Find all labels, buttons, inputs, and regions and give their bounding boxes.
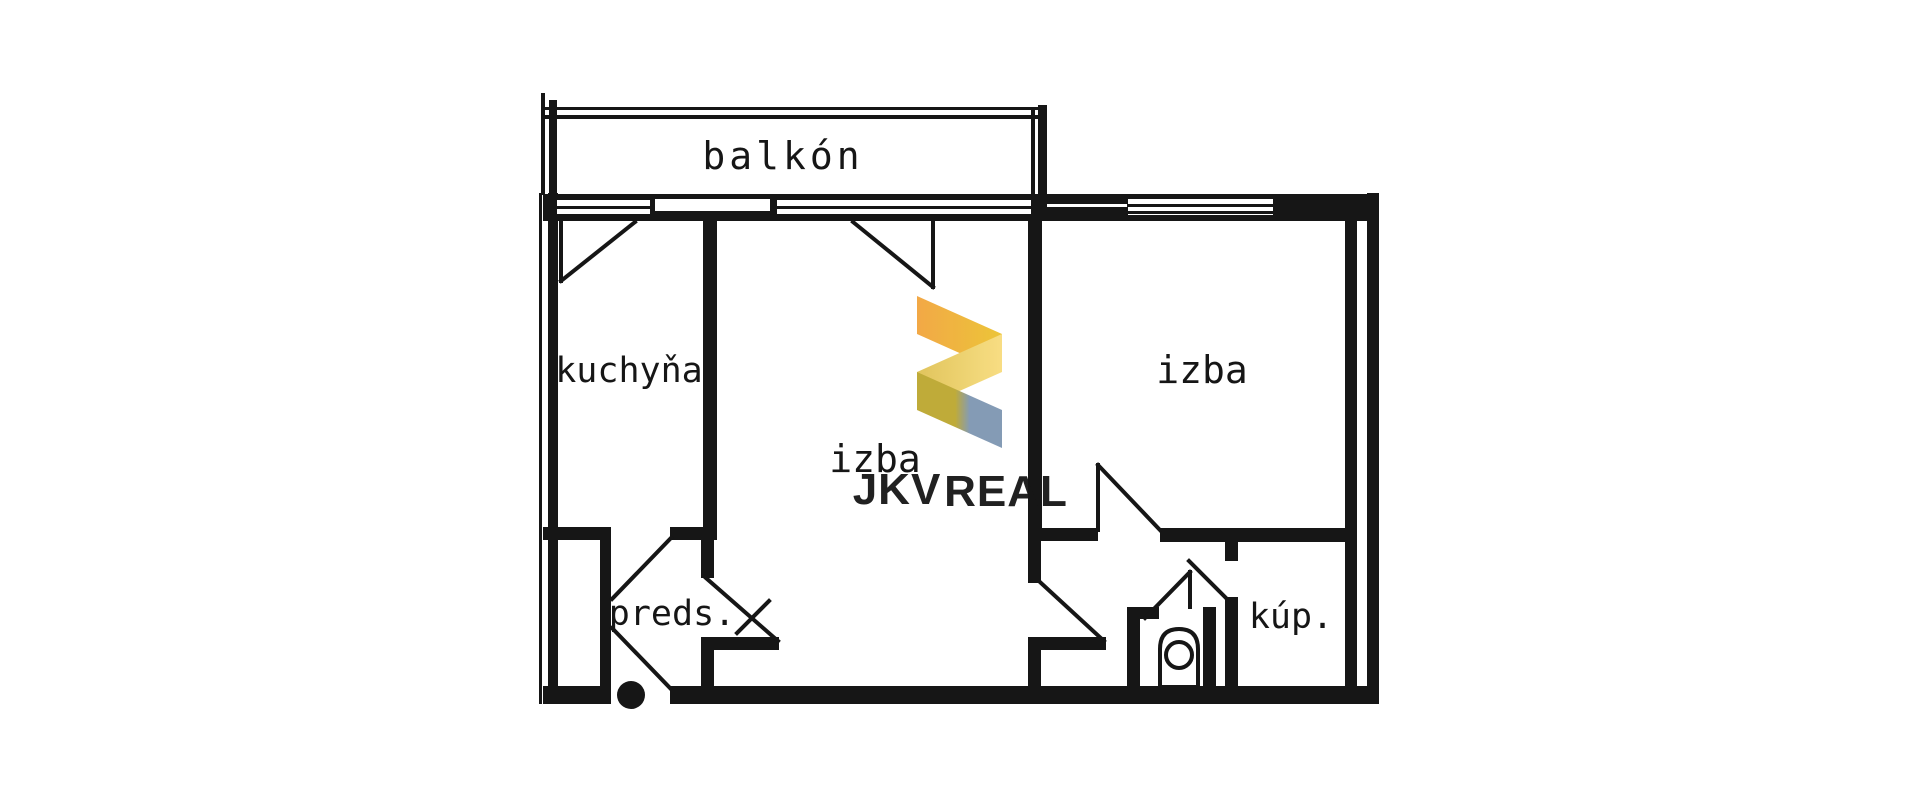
logo-chevrons-icon <box>917 296 1002 448</box>
wall-segment <box>548 193 558 704</box>
wall-segment <box>541 93 545 195</box>
balcony-door-opening <box>655 199 770 211</box>
right-room-door-leaf <box>1095 462 1163 533</box>
window-line <box>1128 204 1273 207</box>
room-label-kitchen: kuchyňa <box>555 351 703 391</box>
wall-segment <box>703 211 717 527</box>
room-label-room-right: izba <box>1156 348 1248 392</box>
wall-segment <box>543 527 611 540</box>
window-swing-line <box>558 219 638 284</box>
wall-segment <box>701 637 779 650</box>
wall-cavity-line <box>1047 204 1127 207</box>
room-label-bathroom: kúp. <box>1249 597 1333 637</box>
logo-text-jkv: JKV <box>853 465 942 514</box>
wall-segment <box>701 650 714 687</box>
wall-segment <box>543 115 1045 119</box>
room-door-leaf <box>734 598 772 636</box>
wall-segment <box>670 686 1379 704</box>
wall-segment <box>1028 650 1041 687</box>
wall-segment <box>1367 193 1379 704</box>
wall-segment <box>1031 110 1035 195</box>
wall-segment <box>539 193 542 704</box>
corridor-door-leaf <box>1038 580 1107 644</box>
wall-segment <box>1160 528 1345 542</box>
room-label-room-center: izba <box>829 437 921 481</box>
window-line <box>777 206 1031 209</box>
wall-segment <box>549 100 557 195</box>
wall-segment <box>1345 214 1357 690</box>
wall-segment <box>1028 533 1041 583</box>
wall-segment <box>600 540 611 686</box>
toilet-tank <box>1164 640 1194 670</box>
wall-segment <box>543 107 1045 110</box>
room-labels: balkón kuchyňa izba izba preds. kúp. <box>555 134 1333 637</box>
wall-segment <box>1028 221 1042 533</box>
wall-segment <box>1127 607 1140 686</box>
door-pivot-dot <box>617 681 645 709</box>
wall-segment <box>543 686 611 704</box>
windows <box>557 199 1273 215</box>
entrance-door-leaf <box>609 625 673 691</box>
toilet-icon <box>1158 626 1200 689</box>
logo-chevron-bottom <box>917 372 1002 448</box>
room-label-hallway: preds. <box>609 594 735 634</box>
wall-segment <box>1028 637 1106 650</box>
room-door-leaf <box>703 575 781 644</box>
wall-segment <box>1225 597 1238 686</box>
window-swing-line <box>850 219 936 290</box>
logo-text-real: REAL <box>944 467 1068 516</box>
window-line <box>557 206 650 209</box>
inner-walls <box>543 211 1345 687</box>
door-swings <box>558 219 1228 691</box>
logo-watermark: JKV REAL <box>853 296 1068 516</box>
wall-segment <box>701 540 714 578</box>
wall-segment <box>670 527 717 540</box>
wall-segment <box>1041 528 1098 541</box>
toilet-bowl <box>1158 626 1200 689</box>
wc-door-leaf <box>1142 569 1193 621</box>
window-line <box>1128 211 1273 214</box>
bathroom-door-leaf <box>1186 558 1228 600</box>
room-label-balcony: balkón <box>702 134 863 178</box>
kitchen-door-leaf <box>609 535 674 602</box>
wall-segment <box>1203 607 1216 686</box>
wall-segment <box>1038 105 1047 195</box>
balcony-walls <box>541 93 1047 195</box>
wall-segment <box>1225 542 1238 561</box>
